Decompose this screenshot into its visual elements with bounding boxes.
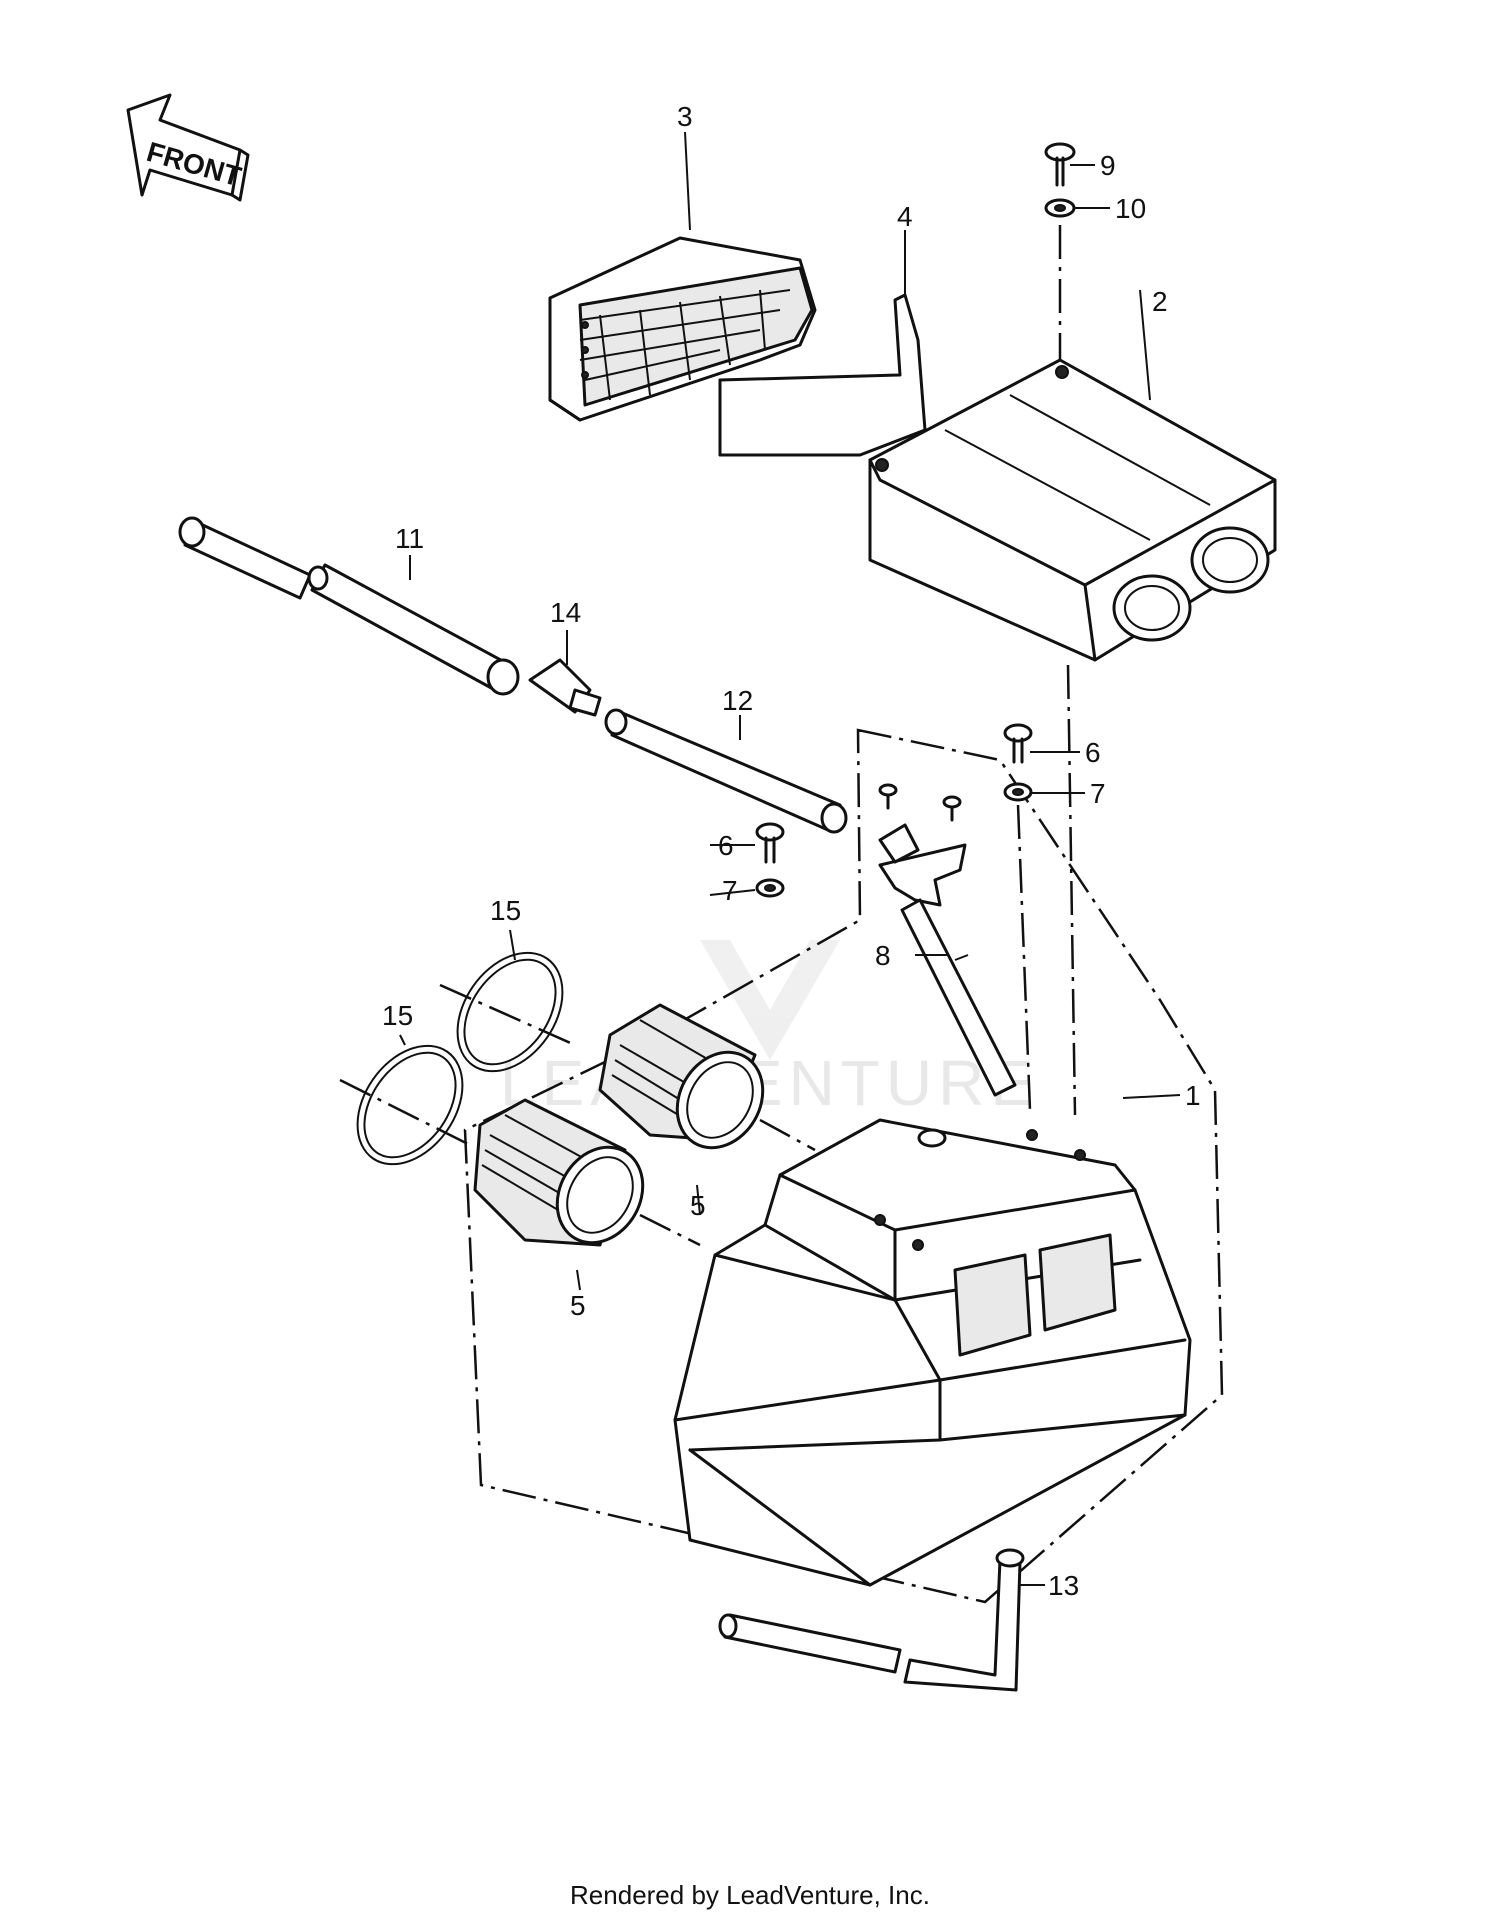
washer-7-right	[1003, 782, 1033, 802]
callout-14: 13	[1048, 1570, 1079, 1601]
callout-4: 4	[897, 201, 913, 232]
drain-assembly-10	[878, 823, 1017, 1097]
callout-6-right: 6	[1085, 737, 1101, 768]
watermark-text: LEADVENTURE	[500, 1047, 1039, 1119]
drain-hose-14	[718, 1548, 1025, 1692]
hose-12	[604, 708, 848, 834]
footer-credit: Rendered by LeadVenture, Inc.	[570, 1880, 930, 1910]
air-cleaner-case	[673, 1118, 1192, 1587]
callout-9: 10	[1115, 193, 1146, 224]
callout-7-left: 7	[722, 875, 738, 906]
intake-boot-5-upper	[598, 1003, 765, 1150]
leader-lines	[399, 131, 1181, 1586]
callouts: 2 3 4 9 10 11 14 12 6 7 6 7 8 15 15 1 5 …	[382, 101, 1201, 1601]
callout-5-lower: 5	[570, 1290, 586, 1321]
callout-1: 1	[1185, 1080, 1201, 1111]
alignment-lines	[339, 225, 1077, 1247]
o-ring-15-lower	[356, 1044, 464, 1166]
callout-10: 8	[875, 940, 891, 971]
screws-10	[878, 783, 962, 822]
bolt-6-left	[755, 822, 785, 864]
callout-15-lower: 15	[382, 1000, 413, 1031]
air-cleaner-cover	[868, 358, 1277, 662]
callout-15-upper: 15	[490, 895, 521, 926]
callout-11: 11	[395, 523, 424, 554]
air-filter-element	[548, 236, 817, 422]
intake-boot-5-lower	[473, 1098, 645, 1247]
callout-5-upper: 5	[690, 1190, 706, 1221]
callout-8: 9	[1100, 150, 1116, 181]
callout-7-right: 7	[1090, 778, 1106, 809]
bolt-6-right	[1003, 723, 1033, 764]
callout-12: 12	[722, 685, 753, 716]
washer-9	[1044, 198, 1076, 218]
hose-11	[178, 516, 520, 696]
fitting-13	[528, 658, 602, 717]
front-arrow-icon: FRONT	[126, 93, 250, 202]
callout-2: 2	[1152, 286, 1168, 317]
screw-8	[1044, 142, 1076, 187]
filter-bracket	[718, 293, 927, 457]
callout-3: 3	[677, 101, 693, 132]
o-ring-15-upper	[456, 951, 564, 1073]
washer-7-left	[755, 878, 785, 898]
callout-6-left: 6	[718, 830, 734, 861]
watermark: LEADVENTURE	[500, 940, 1039, 1119]
callout-13: 14	[550, 597, 581, 628]
assembly-outline	[463, 728, 1224, 1604]
